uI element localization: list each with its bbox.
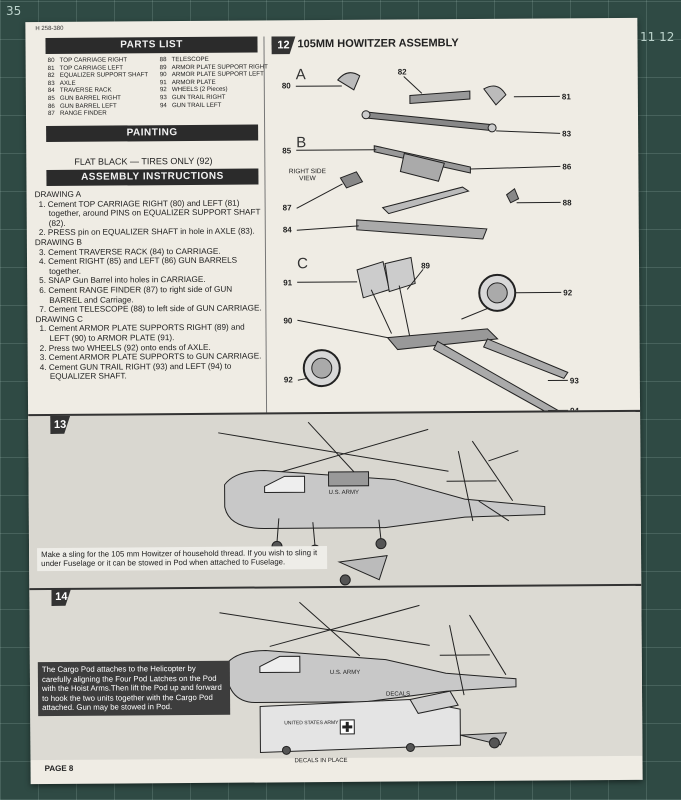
right-side-view-label: RIGHT SIDE VIEW (288, 168, 326, 183)
callout-84: 84 (282, 225, 292, 235)
helicopter-drawing-13 (218, 421, 546, 586)
howitzer-drawings (295, 72, 569, 418)
callout-80: 80 (281, 81, 291, 91)
mat-number-left: 35 (6, 4, 22, 18)
decals-in-place-label: DECALS IN PLACE (294, 757, 348, 765)
callout-83: 83 (562, 129, 572, 139)
callout-85: 85 (282, 146, 292, 156)
pod-marking: UNITED STATES ARMY (284, 719, 339, 727)
fuselage-marking-14: U.S. ARMY (329, 669, 361, 677)
callout-81: 81 (561, 92, 571, 102)
callout-93: 93 (569, 376, 579, 386)
sling-instructions: Make a sling for the 105 mm Howitzer of … (37, 546, 328, 571)
callout-89: 89 (421, 261, 430, 271)
callout-87: 87 (282, 203, 292, 213)
decals-label: DECALS (386, 691, 411, 698)
page-number: PAGE 8 (44, 763, 74, 774)
callout-86: 86 (562, 162, 572, 172)
callout-82: 82 (397, 67, 407, 77)
fuselage-marking-13: U.S. ARMY (328, 489, 360, 497)
callout-88: 88 (562, 198, 572, 208)
mat-number-right: 11 12 (640, 30, 675, 44)
cargo-pod-instructions: The Cargo Pod attaches to the Helicopter… (37, 660, 231, 717)
callout-90: 90 (283, 316, 293, 326)
helicopter-drawing-14 (219, 601, 517, 755)
callout-92-right: 92 (563, 288, 573, 298)
callout-92-left: 92 (283, 375, 293, 385)
callout-91: 91 (283, 278, 293, 288)
